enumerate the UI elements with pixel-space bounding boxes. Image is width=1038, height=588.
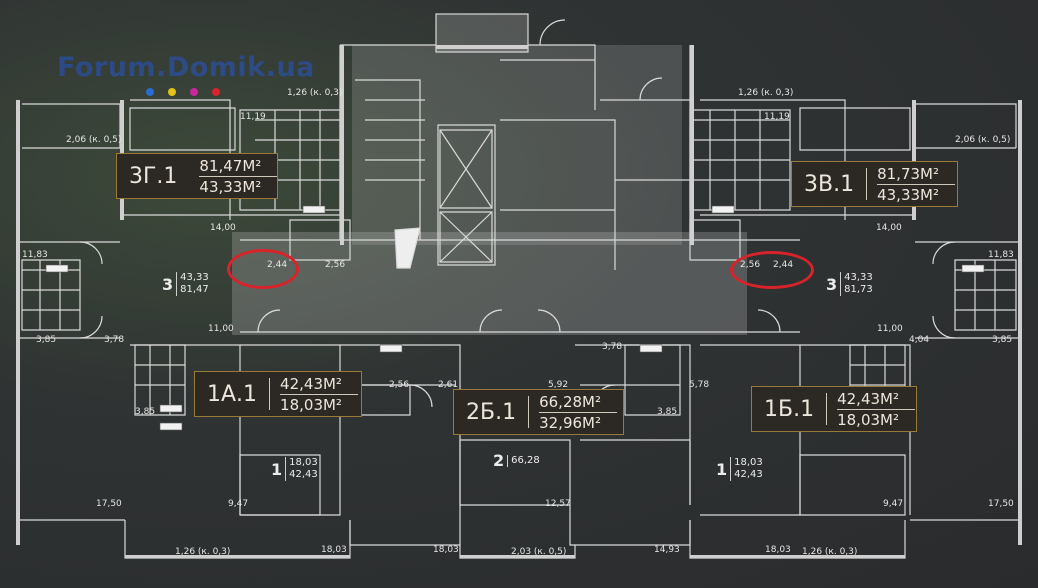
dimension-label: 3,85 — [135, 407, 156, 417]
total-area: 66,28 — [511, 454, 540, 466]
living-area: 43,33 — [844, 272, 873, 283]
apartment-card-1b1[interactable]: 1Б.1 42,43М² 18,03М² — [751, 386, 917, 432]
watermark-dot — [190, 88, 198, 96]
total-area: 42,43М² — [280, 374, 342, 393]
living-area: 43,33 — [180, 272, 209, 283]
total-area: 42,43 — [734, 469, 763, 480]
dimension-label: 11,83 — [22, 250, 48, 260]
total-area: 81,47 — [180, 284, 209, 295]
dimension-label: 18,03 — [765, 545, 791, 555]
dimension-label: 18,03 — [433, 545, 459, 555]
apartment-code: 2Б.1 — [466, 399, 517, 425]
dimension-label: 2,03 (к. 0,5) — [511, 547, 567, 557]
dimension-label: 2,56 — [389, 380, 410, 390]
total-area: 81,47М² — [199, 156, 262, 175]
area-rule — [199, 175, 278, 177]
dimension-label: 1,26 (к. 0,3) — [802, 547, 858, 557]
apartment-code: 1Б.1 — [764, 396, 815, 422]
apartment-card-2b1[interactable]: 2Б.1 66,28М² 32,96М² — [453, 389, 624, 435]
apartment-card-3v1[interactable]: 3В.1 81,73М² 43,33М² — [791, 161, 958, 207]
dimension-label: 2,61 — [438, 380, 459, 390]
watermark-dots — [146, 88, 246, 98]
dimension-label: 2,06 (к. 0,5) — [66, 135, 122, 145]
living-area: 18,03М² — [280, 395, 342, 414]
dimension-label: 12,57 — [545, 499, 571, 509]
living-area: 18,03 — [289, 457, 318, 468]
apartment-card-3g1[interactable]: 3Г.1 81,47М² 43,33М² — [116, 153, 278, 199]
watermark-dot — [212, 88, 220, 96]
room-count: 2 — [493, 451, 505, 470]
area-rule — [280, 393, 359, 395]
total-area: 81,73 — [844, 284, 873, 295]
apartment-code: 1А.1 — [207, 381, 258, 407]
dimension-label: 14,00 — [876, 223, 902, 233]
dimension-label: 11,00 — [208, 324, 234, 334]
dimension-label: 18,03 — [321, 545, 347, 555]
room-count: 3 — [162, 274, 174, 294]
card-divider — [269, 378, 271, 410]
dimension-label: 14,93 — [654, 545, 680, 555]
card-divider — [826, 393, 828, 425]
dimension-label: 3,85 — [992, 335, 1013, 345]
dimension-label: 17,50 — [988, 499, 1014, 509]
living-area: 43,33М² — [877, 185, 939, 204]
living-area: 32,96М² — [539, 413, 601, 432]
watermark-dot — [168, 88, 176, 96]
room-count: 1 — [716, 459, 728, 479]
watermark-dot — [146, 88, 154, 96]
total-area: 81,73М² — [877, 164, 939, 183]
dimension-label: 1,26 (к. 0,3) — [738, 88, 794, 98]
highlight-ring — [227, 249, 299, 289]
dimension-label: 9,47 — [883, 499, 904, 509]
dimension-label: 5,92 — [548, 380, 569, 390]
dimension-label: 1,26 (к. 0,3) — [287, 88, 343, 98]
living-area: 18,03М² — [837, 410, 899, 429]
room-count: 1 — [271, 459, 283, 479]
room-badge: 2 66,28 — [493, 451, 540, 470]
watermark-text: Forum.Domik.ua — [57, 52, 315, 83]
area-rule — [539, 411, 618, 413]
dimension-label: 3,78 — [602, 342, 623, 352]
apartment-code: 3Г.1 — [129, 163, 178, 189]
dimension-label: 2,56 — [325, 260, 346, 270]
area-rule — [837, 408, 916, 410]
dimension-label: 5,78 — [689, 380, 710, 390]
area-rule — [877, 183, 956, 185]
total-area: 42,43 — [289, 469, 318, 480]
dimension-label: 9,47 — [228, 499, 249, 509]
dimension-label: 11,19 — [764, 112, 790, 122]
dimension-label: 3,85 — [36, 335, 57, 345]
dimension-label: 3,78 — [104, 335, 125, 345]
dimension-label: 17,50 — [96, 499, 122, 509]
dimension-label: 3,85 — [657, 407, 678, 417]
dimension-label: 14,00 — [210, 223, 236, 233]
highlight-ring — [730, 251, 814, 289]
total-area: 66,28М² — [539, 392, 601, 411]
card-divider — [528, 396, 530, 428]
dimension-label: 11,19 — [240, 112, 266, 122]
apartment-code: 3В.1 — [804, 171, 855, 197]
dimension-label: 4,04 — [909, 335, 930, 345]
living-area: 43,33М² — [199, 177, 262, 196]
living-area: 18,03 — [734, 457, 763, 468]
dimension-label: 11,83 — [988, 250, 1014, 260]
dimension-label: 1,26 (к. 0,3) — [175, 547, 231, 557]
card-divider — [866, 168, 868, 200]
apartment-card-1a1[interactable]: 1А.1 42,43М² 18,03М² — [194, 371, 362, 417]
total-area: 42,43М² — [837, 389, 899, 408]
room-count: 3 — [826, 274, 838, 294]
dimension-label: 11,00 — [877, 324, 903, 334]
dimension-label: 2,06 (к. 0,5) — [955, 135, 1011, 145]
